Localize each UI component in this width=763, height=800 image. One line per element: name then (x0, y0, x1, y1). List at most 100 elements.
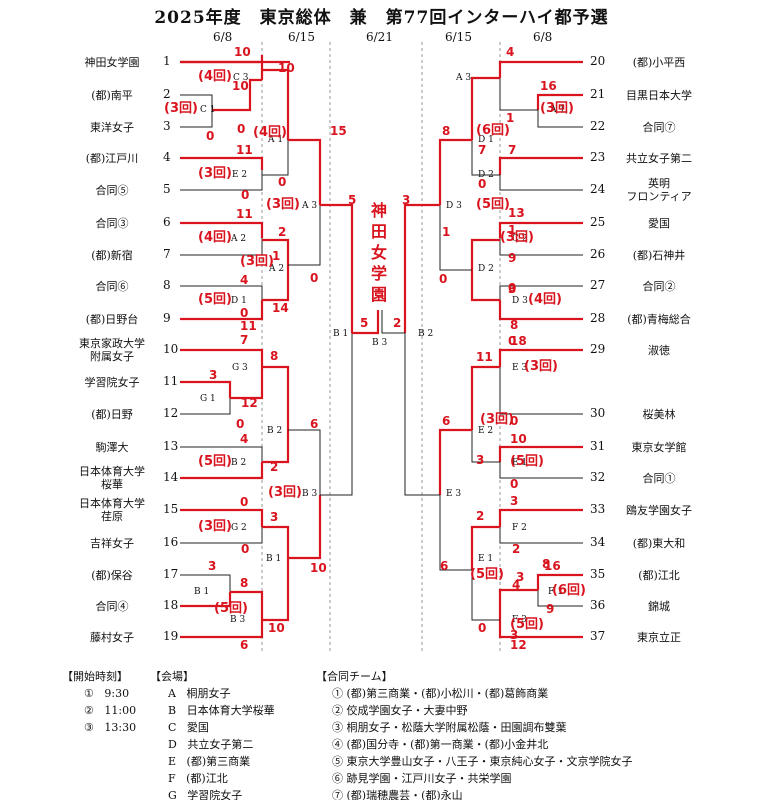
bracket-line (498, 156, 583, 175)
score-label: 0 (508, 334, 516, 348)
team-name-line: (都)日野台 (85, 312, 139, 326)
round-mark: (4回) (528, 292, 562, 307)
venue-key: D (168, 738, 177, 751)
bracket-line (180, 300, 264, 321)
score-label: 2 (512, 542, 520, 556)
left-team-name: 合同⑤ (68, 184, 156, 197)
venue-row: F (都)江北 (150, 770, 275, 787)
start-time-title: 【開始時刻】 (62, 670, 128, 683)
left-team-name: 東洋女子 (68, 121, 156, 134)
left-team-name: 東京家政大学附属女子 (68, 337, 156, 363)
bracket-line (352, 310, 380, 335)
venue-value: (都)江北 (186, 772, 228, 785)
bracket-line (180, 592, 232, 608)
venue-label: G 3 (232, 363, 248, 373)
joint-team-title: 【合同チーム】 (316, 670, 393, 683)
score-label: 0 (240, 495, 248, 509)
bracket-line (180, 221, 264, 238)
venue-value: 桐朋女子 (186, 687, 231, 700)
score-label: 8 (542, 557, 550, 571)
team-name-line: (都)江戸川 (85, 151, 139, 165)
score-label: 4 (240, 273, 248, 287)
left-team-seed: 3 (163, 119, 171, 133)
venue-value: (都)第三商業 (186, 755, 251, 768)
venue-label: C 1 (200, 105, 215, 115)
time-value: 11:00 (104, 704, 137, 717)
team-name-line: (都)新宿 (91, 248, 133, 262)
right-team-name: (都)東大和 (615, 537, 703, 550)
score-label: 0 (240, 306, 248, 320)
left-team-seed: 19 (163, 629, 179, 643)
bracket-line (471, 570, 500, 621)
score-label: 16 (540, 79, 557, 93)
bracket-line (262, 68, 290, 140)
bracket-line (537, 590, 583, 607)
score-label: 3 (208, 559, 216, 573)
score-label: 0 (236, 417, 244, 431)
right-team-seed: 32 (590, 470, 606, 484)
round-mark: (4回) (198, 69, 232, 84)
right-team-name: 錦城 (615, 600, 703, 613)
bracket-line (470, 365, 500, 430)
right-team-seed: 31 (590, 439, 606, 453)
round-mark: (5回) (198, 454, 232, 469)
score-label: 11 (236, 207, 253, 221)
score-label: 1 (506, 111, 514, 125)
round-mark: (3回) (198, 519, 232, 534)
score-label: 1 (508, 223, 516, 237)
bracket-line (180, 348, 264, 367)
score-label: 4 (506, 45, 514, 59)
score-label: 6 (442, 414, 450, 428)
right-team-name: 淑徳 (615, 344, 703, 357)
score-label: 3 (476, 453, 484, 467)
right-team-seed: 22 (590, 119, 606, 133)
team-name-line: 東京立正 (637, 630, 681, 644)
left-team-name: 藤村女子 (68, 631, 156, 644)
left-team-seed: 9 (163, 311, 171, 325)
venue-label: A 3 (455, 73, 471, 83)
venue-label: E 1 (478, 554, 493, 564)
right-team-seed: 20 (590, 54, 606, 68)
time-key: ② (84, 704, 94, 717)
venue-label: A 1 (267, 135, 283, 145)
right-team-seed: 36 (590, 598, 606, 612)
score-label: 3 (508, 282, 516, 296)
left-team-name: 合同④ (68, 600, 156, 613)
team-name-line: 合同⑦ (642, 120, 676, 134)
bracket-line (180, 462, 264, 480)
venue-label: B 3 (302, 489, 317, 499)
score-label: 3 (510, 628, 518, 642)
bracket-line (499, 175, 583, 191)
bracket-line (320, 203, 354, 333)
venue-label: B 1 (194, 587, 209, 597)
venue-key: B (168, 704, 177, 717)
right-team-seed: 26 (590, 247, 606, 261)
round-mark: (4回) (198, 230, 232, 245)
right-team-name: 東京立正 (615, 631, 703, 644)
round-mark: (3回) (268, 485, 302, 500)
score-label: 2 (476, 509, 484, 523)
round-mark: (3回) (198, 166, 232, 181)
score-label: 13 (508, 206, 525, 220)
score-label: 12 (510, 638, 527, 652)
bracket-line (180, 620, 264, 639)
left-team-name: 合同③ (68, 217, 156, 230)
score-label: 14 (272, 301, 289, 315)
venue-value: 愛国 (186, 721, 209, 734)
bracket-line (536, 93, 583, 110)
right-team-name: 愛国 (615, 217, 703, 230)
bracket-line (262, 238, 290, 265)
score-label: 8 (270, 349, 278, 363)
score-label: 5 (348, 193, 356, 207)
joint-team-row: ⑥ 跡見学園・江戸川女子・共栄学園 (332, 772, 512, 785)
team-name-line: (都)南平 (91, 88, 133, 102)
team-name-line: 共立女子第二 (626, 151, 692, 165)
score-label: 3 (510, 494, 518, 508)
left-team-seed: 4 (163, 150, 171, 164)
team-name-line: 合同③ (95, 216, 129, 230)
left-team-seed: 12 (163, 406, 179, 420)
venue-label: C 3 (233, 73, 249, 83)
score-label: 10 (510, 432, 527, 446)
champion-char: 園 (371, 285, 387, 304)
bracket-line (439, 205, 472, 271)
